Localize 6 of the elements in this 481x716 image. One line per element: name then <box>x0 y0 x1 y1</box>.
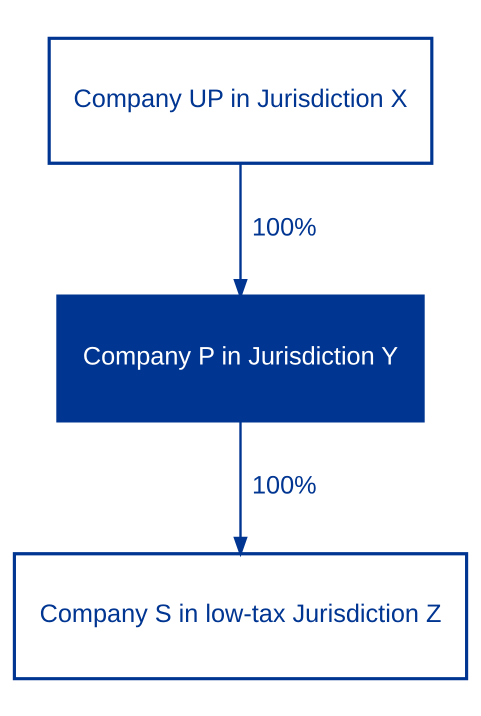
edge-label: 100% <box>252 213 317 242</box>
node-box: Company P in Jurisdiction Y <box>56 294 425 422</box>
node-box: Company S in low-tax Jurisdiction Z <box>12 552 468 680</box>
node-box: Company UP in Jurisdiction X <box>48 36 434 164</box>
edge-label: 100% <box>252 470 317 499</box>
arrow <box>233 420 248 557</box>
